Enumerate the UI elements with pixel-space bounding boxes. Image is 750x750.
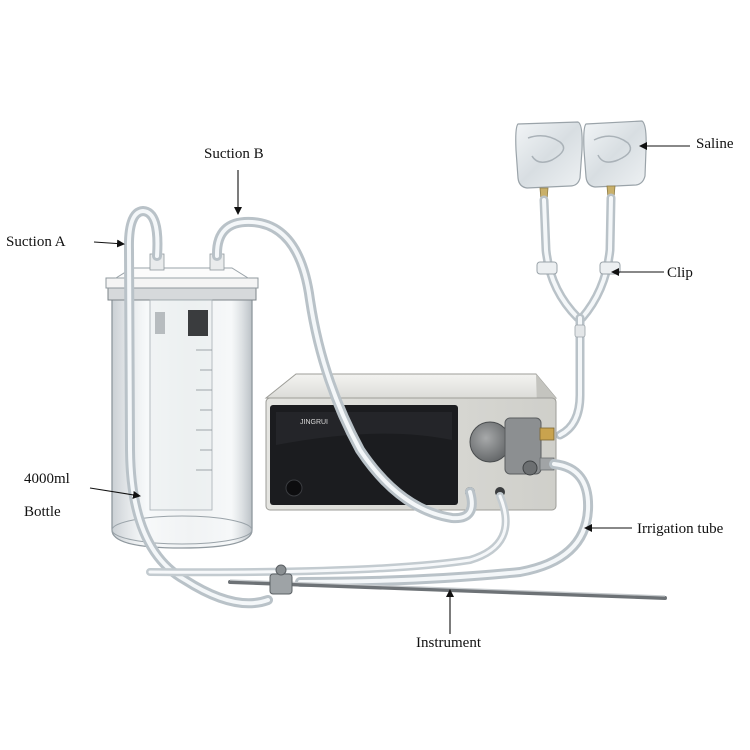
label-saline: Saline: [696, 136, 734, 152]
device-brand-text: JINGRUI: [300, 419, 328, 426]
arrow-suction-a: [93, 239, 125, 248]
label-suction-b: Suction B: [204, 146, 264, 162]
saline-bag-left: [515, 121, 583, 201]
saline-y-tubing: [536, 193, 621, 440]
tubing: [123, 206, 594, 609]
irrigation-suction-pump: JINGRUI: [264, 373, 558, 511]
arrow-bottle: [89, 487, 141, 499]
label-clip: Clip: [667, 265, 693, 281]
label-bottle-volume: 4000ml: [24, 471, 70, 487]
label-irrigation-tube: Irrigation tube: [637, 521, 724, 537]
collection-bottle: [105, 253, 259, 549]
label-suction-a: Suction A: [6, 234, 66, 250]
label-bottle: Bottle: [24, 504, 61, 520]
saline-bag-right: [583, 120, 647, 199]
annotation-arrows: [89, 142, 690, 634]
saline-bags: [515, 120, 647, 201]
label-instrument: Instrument: [416, 635, 481, 651]
